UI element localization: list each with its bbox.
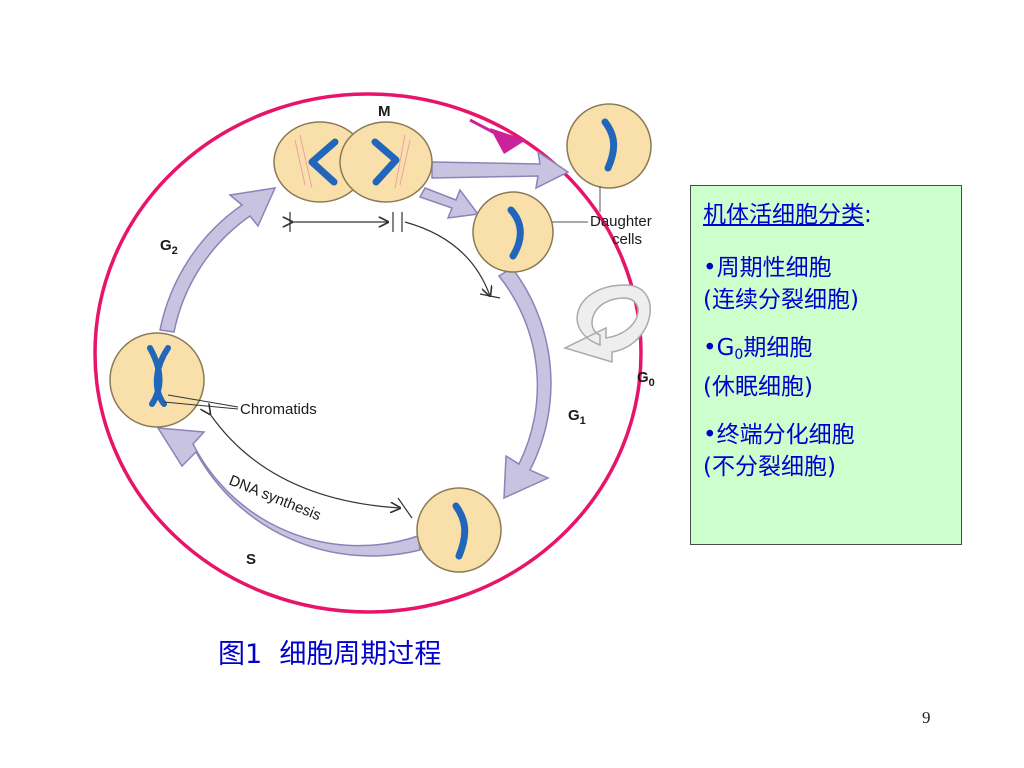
daughter-cell-lower [472, 191, 554, 273]
chromosome-right [371, 138, 400, 186]
cell-classification-box: 机体活细胞分类: •周期性细胞 (连续分裂细胞) •G0期细胞 (休眠细胞) •… [690, 185, 962, 545]
label-g0: G0 [637, 369, 655, 389]
daughter-cell-upper [566, 103, 652, 189]
label-g1: G1 [568, 407, 586, 427]
page-number: 9 [922, 708, 931, 727]
label-cells: cells [612, 231, 642, 248]
classification-item-terminal: •终端分化细胞 (不分裂细胞) [703, 422, 855, 480]
label-chromatids: Chromatids [240, 401, 317, 418]
outer-circle [93, 92, 643, 614]
g1-cell [416, 487, 502, 573]
s-arc-arrow [156, 427, 421, 557]
m-to-daughter-upper-arrow [431, 150, 570, 190]
g2-arc-arrow [159, 187, 277, 333]
g1-arc-arrow [497, 267, 552, 500]
classification-item-cycling: •周期性细胞 (连续分裂细胞) [703, 255, 859, 313]
g0-loop-arrow [562, 284, 651, 364]
classification-heading: 机体活细胞分类: [703, 202, 872, 228]
label-daughter: Daughter [590, 213, 652, 230]
figure-caption: 图1 细胞周期过程 [218, 639, 442, 670]
g1-duration-end-tick [479, 293, 501, 299]
g1-duration-arc [404, 221, 490, 296]
label-s: S [246, 551, 256, 568]
dna-synthesis-end-tick [397, 497, 413, 519]
magenta-arrow-shaft [469, 118, 509, 142]
m-to-daughter-lower-arrow [418, 187, 480, 219]
classification-item-g0: •G0期细胞 (休眠细胞) [703, 335, 813, 400]
mitotic-cell [273, 121, 433, 203]
chromosome-left [308, 138, 339, 186]
label-dna-synthesis: DNA synthesis [227, 472, 324, 524]
label-g2: G2 [160, 237, 178, 257]
g2-cell [109, 332, 205, 428]
dna-synthesis-arrow [210, 414, 400, 508]
label-m: M [378, 103, 391, 120]
